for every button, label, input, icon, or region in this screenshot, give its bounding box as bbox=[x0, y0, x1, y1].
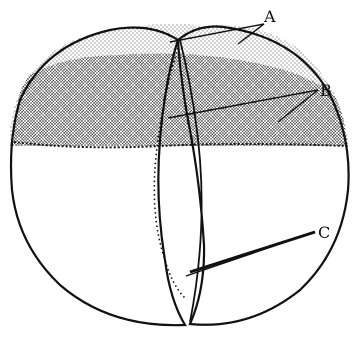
label-c: C bbox=[318, 223, 330, 242]
animal-cap-stipple bbox=[0, 0, 360, 150]
label-b: B bbox=[320, 81, 332, 100]
label-a: A bbox=[263, 7, 276, 26]
leader-c-thick bbox=[190, 232, 315, 272]
